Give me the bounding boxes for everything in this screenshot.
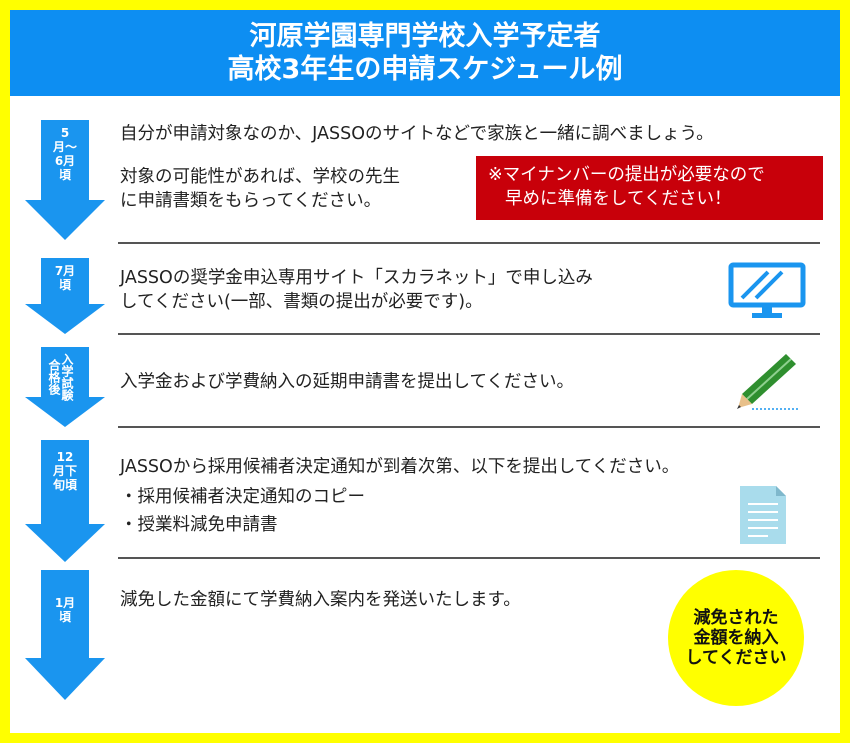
- step-1-text-2: 対象の可能性があれば、学校の先生: [120, 167, 400, 187]
- step-arrow-1: 5月〜6月頃: [25, 120, 105, 240]
- schedule-panel: 河原学園専門学校入学予定者 高校3年生の申請スケジュール例 5月〜6月頃 自分が…: [10, 10, 840, 733]
- payment-badge: 減免された 金額を納入 してください: [668, 570, 804, 706]
- step-label-4: 12月下旬頃: [52, 450, 77, 492]
- title-line-1: 河原学園専門学校入学予定者: [249, 21, 601, 52]
- step-arrow-4: 12月下旬頃: [25, 440, 105, 562]
- step-4-bullet-2: ・授業料減免申請書: [120, 515, 278, 535]
- step-label-3-line-1: 入学試験: [60, 353, 74, 401]
- step-label-3: 入学試験 合格後: [47, 353, 74, 401]
- monitor-icon: [728, 262, 806, 318]
- step-3-text-1: 入学金および学費納入の延期申請書を提出してください。: [120, 372, 574, 392]
- badge-line-2: 金額を納入: [693, 628, 779, 648]
- divider: [118, 557, 820, 559]
- step-1-text-3: に申請書類をもらってください。: [120, 191, 382, 211]
- mynumber-notice: ※マイナンバーの提出が必要なので 早めに準備をしてください！: [476, 156, 823, 220]
- page-title: 河原学園専門学校入学予定者 高校3年生の申請スケジュール例: [10, 10, 840, 96]
- step-4-bullet-1: ・採用候補者決定通知のコピー: [120, 487, 365, 507]
- notice-line-1: ※マイナンバーの提出が必要なので: [488, 165, 765, 185]
- step-5-text-1: 減免した金額にて学費納入案内を発送いたします。: [120, 590, 521, 610]
- step-arrow-3: 入学試験 合格後: [25, 347, 105, 427]
- divider: [118, 242, 820, 244]
- notice-line-2: 早めに準備をしてください！: [505, 189, 732, 209]
- step-2-text-2: してください(一部、書類の提出が必要です)。: [120, 292, 483, 312]
- step-label-3-line-2: 合格後: [47, 359, 61, 395]
- step-label-2: 7月頃: [54, 264, 76, 292]
- step-label-1: 5月〜6月頃: [52, 126, 77, 182]
- divider: [118, 333, 820, 335]
- step-4-text-1: JASSOから採用候補者決定通知が到着次第、以下を提出してください。: [120, 457, 680, 477]
- title-line-2: 高校3年生の申請スケジュール例: [227, 54, 623, 85]
- badge-line-1: 減免された: [693, 608, 779, 628]
- step-2-text-1: JASSOの奨学金申込専用サイト「スカラネット」で申し込み: [120, 268, 593, 288]
- document-icon: [740, 486, 786, 544]
- step-1-text-1: 自分が申請対象なのか、JASSOのサイトなどで家族と一緒に調べましょう。: [120, 124, 714, 144]
- divider: [118, 426, 820, 428]
- step-arrow-5: 1月頃: [25, 570, 105, 700]
- step-label-5: 1月頃: [54, 596, 76, 624]
- step-arrow-2: 7月頃: [25, 258, 105, 334]
- pencil-icon: [737, 354, 798, 410]
- badge-line-3: してください: [685, 648, 787, 668]
